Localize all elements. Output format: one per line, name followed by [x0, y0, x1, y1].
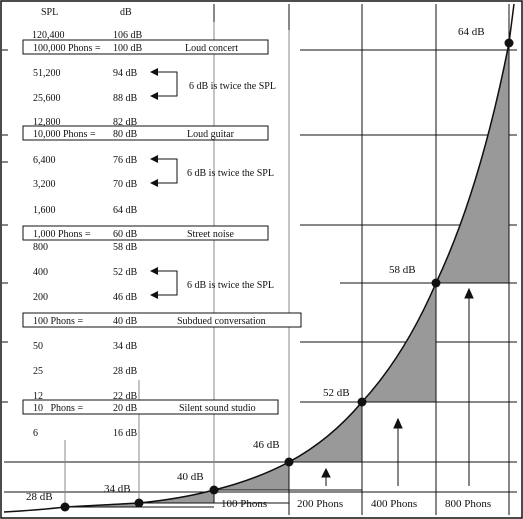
row-spl: 1,000 Phons = — [33, 229, 91, 240]
table-headers: SPL dB — [41, 7, 132, 18]
phon-arrows — [321, 287, 474, 486]
row-db: 64 dB — [113, 205, 138, 216]
step-outlines — [139, 461, 436, 508]
phon-label-400: 400 Phons — [371, 498, 417, 510]
box-loud-guitar — [22, 125, 269, 141]
point-64db — [504, 38, 514, 48]
label-loud-concert: Loud concert — [185, 43, 238, 54]
annotation-doubling-3: 6 dB is twice the SPL — [187, 280, 274, 291]
box-street-noise — [22, 225, 269, 241]
phon-label-200: 200 Phons — [297, 498, 343, 510]
curve-label-34db: 34 dB — [104, 483, 131, 495]
row-spl: 25,600 — [33, 93, 61, 104]
row-spl: 6,400 — [33, 155, 56, 166]
header-db: dB — [120, 7, 132, 18]
table-spl-column: 120,400 100,000 Phons = 51,200 25,600 12… — [32, 30, 101, 439]
boxed-row-labels: Loud concert Loud guitar Street noise Su… — [177, 43, 266, 414]
row-db: 16 dB — [113, 428, 138, 439]
row-spl: 3,200 — [33, 179, 56, 190]
row-db: 94 dB — [113, 68, 138, 79]
point-28db — [60, 502, 70, 512]
row-db: 20 dB — [113, 403, 138, 414]
row-db: 80 dB — [113, 129, 138, 140]
point-58db — [431, 278, 441, 288]
row-spl: 50 — [33, 341, 43, 352]
row-db: 106 dB — [113, 30, 143, 41]
phon-boxes — [22, 39, 302, 415]
row-db: 82 dB — [113, 117, 138, 128]
phon-label-100: 100 Phons — [221, 498, 267, 510]
box-silent-studio — [22, 399, 279, 415]
label-subdued-conversation: Subdued conversation — [177, 316, 266, 327]
curve-points — [60, 38, 514, 512]
point-34db — [134, 498, 144, 508]
row-db: 88 dB — [113, 93, 138, 104]
row-db: 22 dB — [113, 391, 138, 402]
row-spl: 12,800 — [33, 117, 61, 128]
doubling-annotations: 6 dB is twice the SPL 6 dB is twice the … — [187, 81, 276, 291]
left-ticks — [2, 49, 8, 403]
row-spl: 51,200 — [33, 68, 61, 79]
label-loud-guitar: Loud guitar — [187, 129, 235, 140]
row-spl: 12 — [33, 391, 43, 402]
phon-label-800: 800 Phons — [445, 498, 491, 510]
row-spl: 10,000 Phons = — [33, 129, 96, 140]
row-db: 52 dB — [113, 267, 138, 278]
curve-label-58db: 58 dB — [389, 264, 416, 276]
curve-label-28db: 28 dB — [26, 491, 53, 503]
point-40db — [209, 485, 219, 495]
curve-label-40db: 40 dB — [177, 471, 204, 483]
row-spl: 100,000 Phons = — [33, 43, 101, 54]
row-db: 40 dB — [113, 316, 138, 327]
curve-label-46db: 46 dB — [253, 439, 280, 451]
curve-point-labels: 28 dB 34 dB 40 dB 46 dB 52 dB 58 dB 64 d… — [26, 26, 485, 503]
annotation-doubling-1: 6 dB is twice the SPL — [189, 81, 276, 92]
row-db: 28 dB — [113, 366, 138, 377]
box-loud-concert — [22, 39, 269, 55]
row-spl: 400 — [33, 267, 48, 278]
row-spl: 10 Phons = — [33, 403, 83, 414]
row-db: 58 dB — [113, 242, 138, 253]
row-db: 70 dB — [113, 179, 138, 190]
doubling-brackets — [158, 71, 178, 296]
point-52db — [357, 397, 367, 407]
label-street-noise: Street noise — [187, 229, 234, 240]
row-spl: 1,600 — [33, 205, 56, 216]
header-spl: SPL — [41, 7, 58, 18]
curve-label-64db: 64 dB — [458, 26, 485, 38]
row-db: 60 dB — [113, 229, 138, 240]
row-spl: 200 — [33, 292, 48, 303]
row-spl: 120,400 — [32, 30, 65, 41]
row-db: 46 dB — [113, 292, 138, 303]
row-spl: 800 — [33, 242, 48, 253]
table-db-column: 106 dB 100 dB 94 dB 88 dB 82 dB 80 dB 76… — [113, 30, 143, 439]
curve-label-52db: 52 dB — [323, 387, 350, 399]
point-46db — [284, 457, 294, 467]
row-spl: 25 — [33, 366, 43, 377]
box-subdued-conversation — [22, 312, 302, 328]
row-db: 100 dB — [113, 43, 143, 54]
row-spl: 6 — [33, 428, 38, 439]
row-db: 34 dB — [113, 341, 138, 352]
annotation-doubling-2: 6 dB is twice the SPL — [187, 168, 274, 179]
row-db: 76 dB — [113, 155, 138, 166]
phon-labels: 100 Phons 200 Phons 400 Phons 800 Phons — [221, 498, 491, 510]
label-silent-studio: Silent sound studio — [179, 403, 256, 414]
doubling-arrowheads — [150, 68, 158, 299]
row-spl: 100 Phons = — [33, 316, 83, 327]
